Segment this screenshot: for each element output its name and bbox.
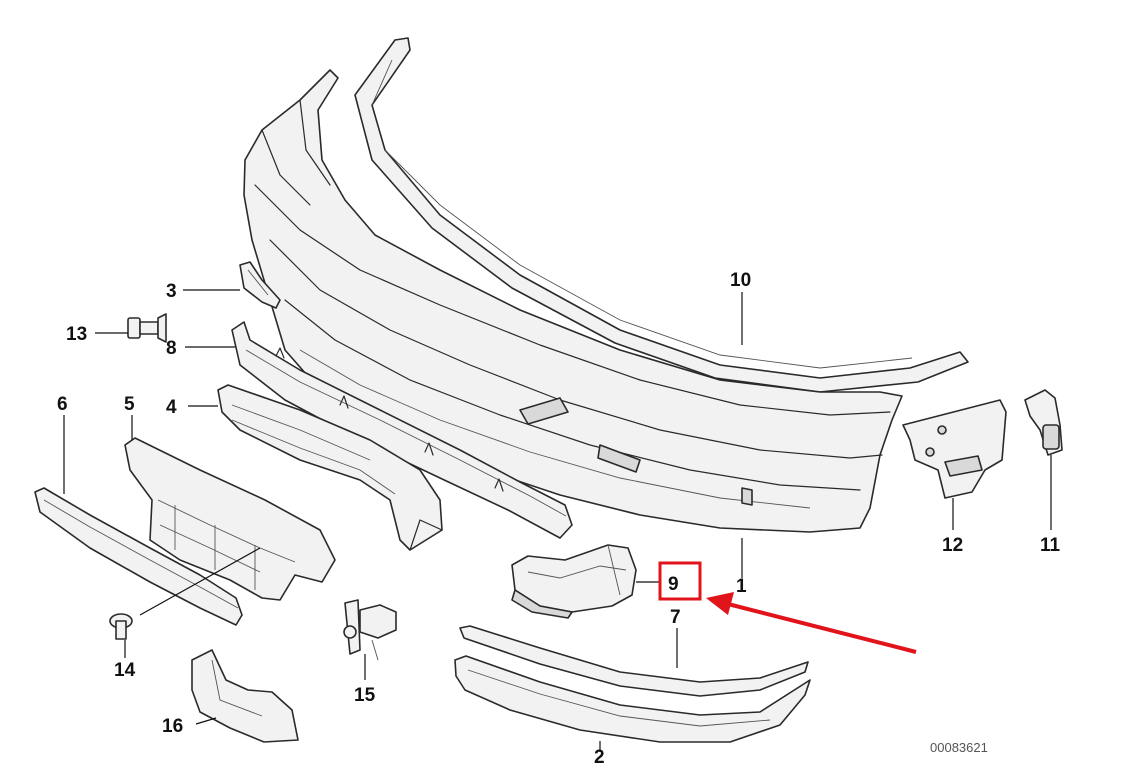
label-part-2: 2 [594, 747, 605, 768]
label-part-12: 12 [942, 535, 963, 556]
label-part-16: 16 [162, 716, 183, 737]
label-part-10: 10 [730, 270, 751, 291]
label-part-4: 4 [166, 397, 177, 418]
label-part-5: 5 [124, 394, 135, 415]
part-2-lower-lip [454, 655, 811, 743]
label-part-9: 9 [668, 574, 679, 595]
leader-lines [63, 289, 1052, 752]
part-15-clip [343, 599, 397, 661]
part-7-moulding [459, 625, 809, 697]
drawing-code: 00083621 [930, 740, 988, 755]
part-labels: 1 2 3 4 5 6 7 8 9 10 11 12 13 14 15 16 [57, 270, 1061, 768]
highlight-box-part-9 [658, 561, 702, 601]
label-part-13: 13 [66, 324, 87, 345]
part-11-connector-holder [1024, 389, 1063, 456]
part-6-trim-strip [34, 487, 243, 626]
part-5-lower-grille [124, 437, 336, 601]
part-13-rivet [127, 313, 167, 343]
part-14-push-clip [109, 613, 133, 640]
part-16-cover-flap [191, 649, 299, 743]
part-4-grille-frame [217, 384, 443, 551]
label-part-7: 7 [670, 607, 681, 628]
label-part-6: 6 [57, 394, 68, 415]
part-10-bumper-support [354, 37, 969, 393]
part-12-side-bracket [902, 399, 1007, 499]
label-part-15: 15 [354, 685, 376, 706]
label-part-3: 3 [166, 281, 177, 302]
part-3-bracket [239, 261, 281, 309]
label-part-8: 8 [166, 338, 177, 359]
label-part-1: 1 [736, 576, 747, 597]
label-part-11: 11 [1040, 535, 1061, 556]
red-arrow-icon [706, 592, 917, 654]
label-part-14: 14 [114, 660, 136, 681]
part-9-air-duct [511, 544, 637, 619]
